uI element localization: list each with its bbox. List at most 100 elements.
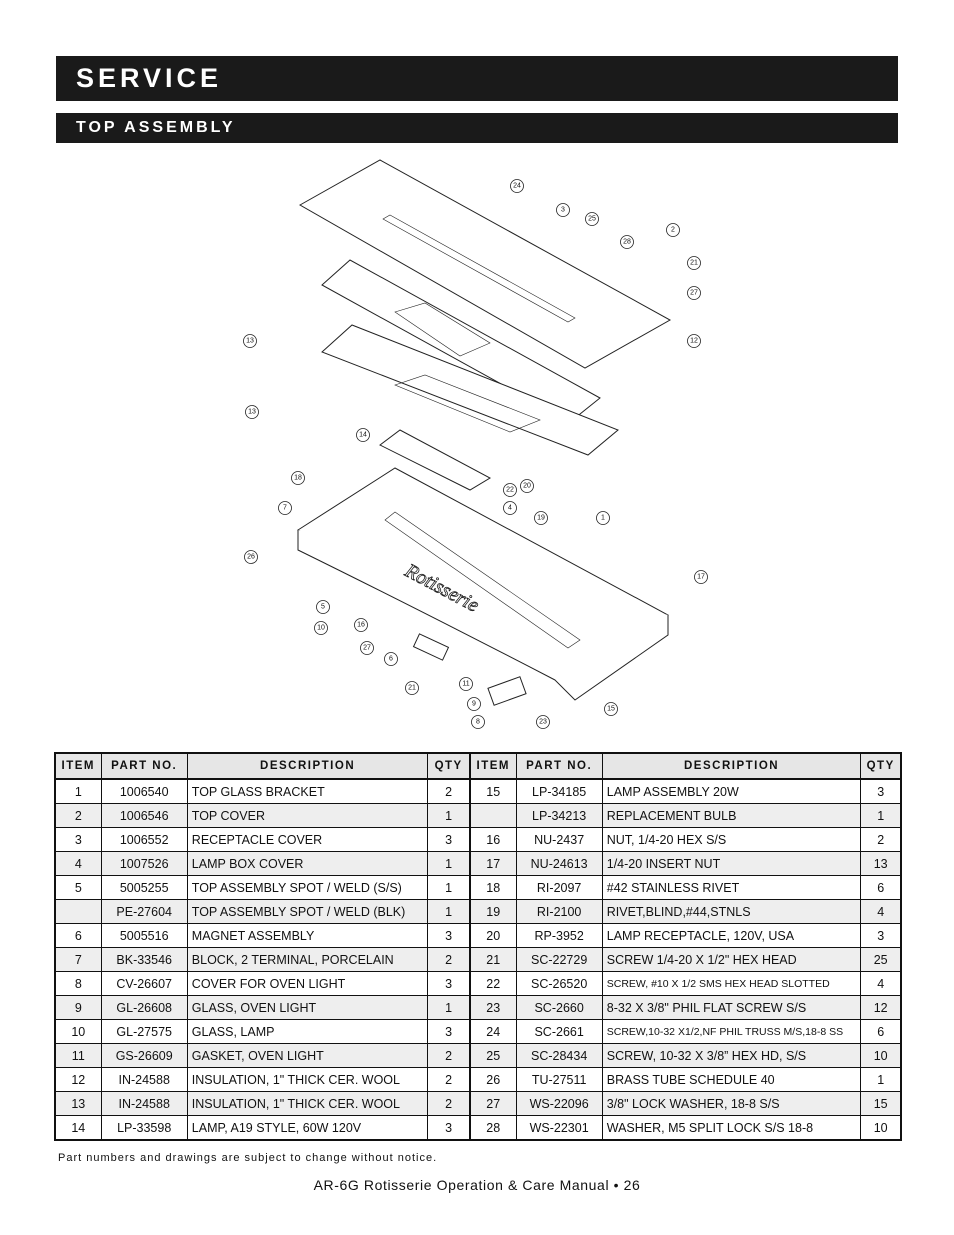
table-cell: 2 xyxy=(427,778,471,804)
svg-text:12: 12 xyxy=(690,338,698,345)
lamp-box-cover-part xyxy=(379,429,492,491)
table-cell: LP-34185 xyxy=(515,778,603,804)
svg-text:22: 22 xyxy=(506,487,514,494)
callout-12: 12 xyxy=(687,334,701,348)
table-cell: GL-26608 xyxy=(100,995,188,1020)
table-cell: 15 xyxy=(468,778,517,804)
top-cover-part xyxy=(298,159,672,369)
table-cell: TOP COVER xyxy=(186,803,429,828)
table-cell: 25 xyxy=(860,947,902,972)
table-cell: REPLACEMENT BULB xyxy=(601,803,862,828)
table-cell: 1 xyxy=(860,1067,902,1092)
table-cell: TOP GLASS BRACKET xyxy=(186,778,429,804)
table-cell: 3/8" LOCK WASHER, 18-8 S/S xyxy=(601,1091,862,1116)
svg-text:2: 2 xyxy=(671,227,675,234)
svg-text:21: 21 xyxy=(408,685,416,692)
table-cell: GLASS, OVEN LIGHT xyxy=(186,995,429,1020)
table-cell: RECEPTACLE COVER xyxy=(186,827,429,852)
table-cell: 28 xyxy=(468,1115,517,1141)
table-cell: GL-27575 xyxy=(100,1019,188,1044)
callout-15: 15 xyxy=(604,702,618,716)
svg-text:8: 8 xyxy=(476,719,480,726)
insulation-lower xyxy=(321,324,619,456)
table-cell: GS-26609 xyxy=(100,1043,188,1068)
table-cell: SCREW,10-32 X1/2,NF PHIL TRUSS M/S,18-8 … xyxy=(601,1019,862,1044)
table-cell: 16 xyxy=(468,827,517,852)
table-cell: 10 xyxy=(54,1019,102,1044)
table-cell: 2 xyxy=(427,947,471,972)
table-cell: #42 STAINLESS RIVET xyxy=(601,875,862,900)
table-cell: IN-24588 xyxy=(100,1067,188,1092)
table-cell: WS-22301 xyxy=(515,1115,603,1141)
column-header: ITEM xyxy=(468,752,517,780)
callout-21: 21 xyxy=(405,681,419,695)
table-cell: 1 xyxy=(860,803,902,828)
callout-18: 18 xyxy=(291,471,305,485)
column-header: ITEM xyxy=(54,752,102,780)
svg-text:18: 18 xyxy=(294,475,302,482)
table-cell xyxy=(468,803,517,828)
table-cell: 15 xyxy=(860,1091,902,1116)
table-cell: 1 xyxy=(427,899,471,924)
svg-text:19: 19 xyxy=(537,515,545,522)
svg-text:17: 17 xyxy=(697,574,705,581)
column-header: DESCRIPTION xyxy=(601,752,862,780)
table-cell: LAMP BOX COVER xyxy=(186,851,429,876)
table-cell: 2 xyxy=(427,1043,471,1068)
svg-text:5: 5 xyxy=(321,604,325,611)
table-cell: 2 xyxy=(860,827,902,852)
callout-6: 6 xyxy=(384,652,398,666)
table-cell: GASKET, OVEN LIGHT xyxy=(186,1043,429,1068)
svg-text:27: 27 xyxy=(363,645,371,652)
table-cell: 13 xyxy=(54,1091,102,1116)
table-cell: 9 xyxy=(54,995,102,1020)
callout-13: 13 xyxy=(243,334,257,348)
table-cell: SCREW, 10-32 X 3/8” HEX HD, S/S xyxy=(601,1043,862,1068)
svg-text:28: 28 xyxy=(623,239,631,246)
table-cell: 2 xyxy=(427,1091,471,1116)
table-cell: LP-34213 xyxy=(515,803,603,828)
svg-text:6: 6 xyxy=(389,656,393,663)
table-cell: 12 xyxy=(54,1067,102,1092)
callout-23: 23 xyxy=(536,715,550,729)
table-cell: 3 xyxy=(54,827,102,852)
callout-4: 4 xyxy=(503,501,517,515)
table-cell: 4 xyxy=(54,851,102,876)
table-cell: 3 xyxy=(427,1115,471,1141)
callout-5: 5 xyxy=(316,600,330,614)
table-cell: 1 xyxy=(427,995,471,1020)
table-cell: MAGNET ASSEMBLY xyxy=(186,923,429,948)
table-cell: 27 xyxy=(468,1091,517,1116)
table-cell: 2 xyxy=(427,1067,471,1092)
callout-10: 10 xyxy=(314,621,328,635)
callout-17: 17 xyxy=(694,570,708,584)
table-cell: 14 xyxy=(54,1115,102,1141)
callout-13: 13 xyxy=(245,405,259,419)
table-cell: 2 xyxy=(54,803,102,828)
table-cell: 1 xyxy=(54,778,102,804)
callout-25: 25 xyxy=(585,212,599,226)
table-cell: 3 xyxy=(427,971,471,996)
table-cell xyxy=(54,899,102,924)
table-cell: NUT, 1/4-20 HEX S/S xyxy=(601,827,862,852)
table-cell: 5 xyxy=(54,875,102,900)
table-cell: COVER FOR OVEN LIGHT xyxy=(186,971,429,996)
table-cell: 10 xyxy=(860,1043,902,1068)
column-header: QTY xyxy=(860,752,902,780)
table-cell: 26 xyxy=(468,1067,517,1092)
callout-20: 20 xyxy=(520,479,534,493)
table-cell: 10 xyxy=(860,1115,902,1141)
table-cell: SC-28434 xyxy=(515,1043,603,1068)
svg-text:4: 4 xyxy=(508,505,512,512)
callout-28: 28 xyxy=(620,235,634,249)
callout-19: 19 xyxy=(534,511,548,525)
